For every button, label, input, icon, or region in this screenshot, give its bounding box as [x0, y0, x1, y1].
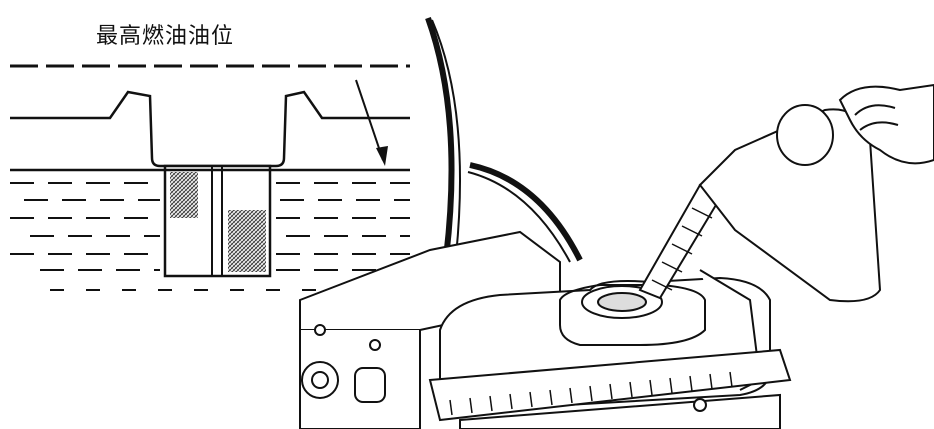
fuel-can-pouring [640, 85, 934, 301]
tank-top-profile [10, 92, 410, 166]
fuel-strainer [165, 166, 270, 276]
engine-illustration [300, 232, 790, 429]
inset-cross-section [10, 66, 410, 290]
arrow-down-right-icon [356, 80, 388, 166]
engine-switch [355, 368, 385, 402]
